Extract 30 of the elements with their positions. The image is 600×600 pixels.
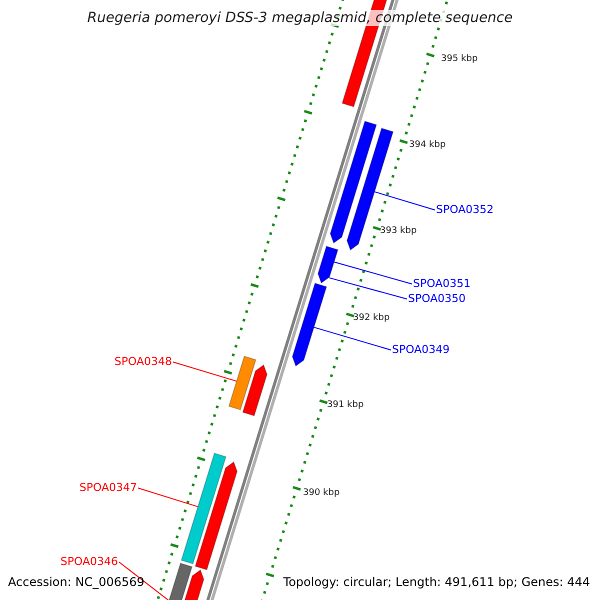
gene-label: SPOA0349 — [392, 343, 450, 357]
summary-text: Topology: circular; Length: 491,611 bp; Genes: 444 — [283, 575, 590, 589]
leader-line — [172, 362, 238, 382]
gene-segment — [228, 356, 256, 410]
gene-label: SPOA0346 — [60, 555, 118, 569]
scale-label: 393 kbp — [380, 225, 417, 238]
scale-label: 390 kbp — [303, 487, 340, 500]
leader-line — [328, 277, 408, 300]
gene-label: SPOA0352 — [436, 203, 494, 217]
leader-line — [138, 488, 198, 508]
scale-label: 394 kbp — [409, 139, 446, 152]
map-title: Ruegeria pomeroyi DSS-3 megaplasmid, complete sequence — [86, 9, 514, 27]
leader-line — [314, 326, 392, 350]
leader-line — [334, 262, 412, 284]
scale-label: 395 kbp — [441, 53, 478, 66]
leader-line — [374, 191, 436, 210]
gene-segment — [180, 452, 227, 564]
gene-label: SPOA0347 — [79, 481, 137, 495]
gene-label: SPOA0348 — [114, 355, 172, 369]
scale-label: 391 kbp — [327, 399, 364, 412]
gene-segment — [292, 282, 328, 367]
gene-segment — [317, 246, 339, 284]
gene-segment — [330, 120, 378, 244]
gene-label: SPOA0350 — [408, 292, 466, 306]
accession-text: Accession: NC_006569 — [8, 575, 144, 589]
gene-label: SPOA0351 — [413, 277, 471, 291]
scale-label: 392 kbp — [353, 312, 390, 325]
gene-segment — [194, 461, 238, 570]
gene-segment — [242, 364, 268, 416]
leader-line — [118, 562, 170, 600]
